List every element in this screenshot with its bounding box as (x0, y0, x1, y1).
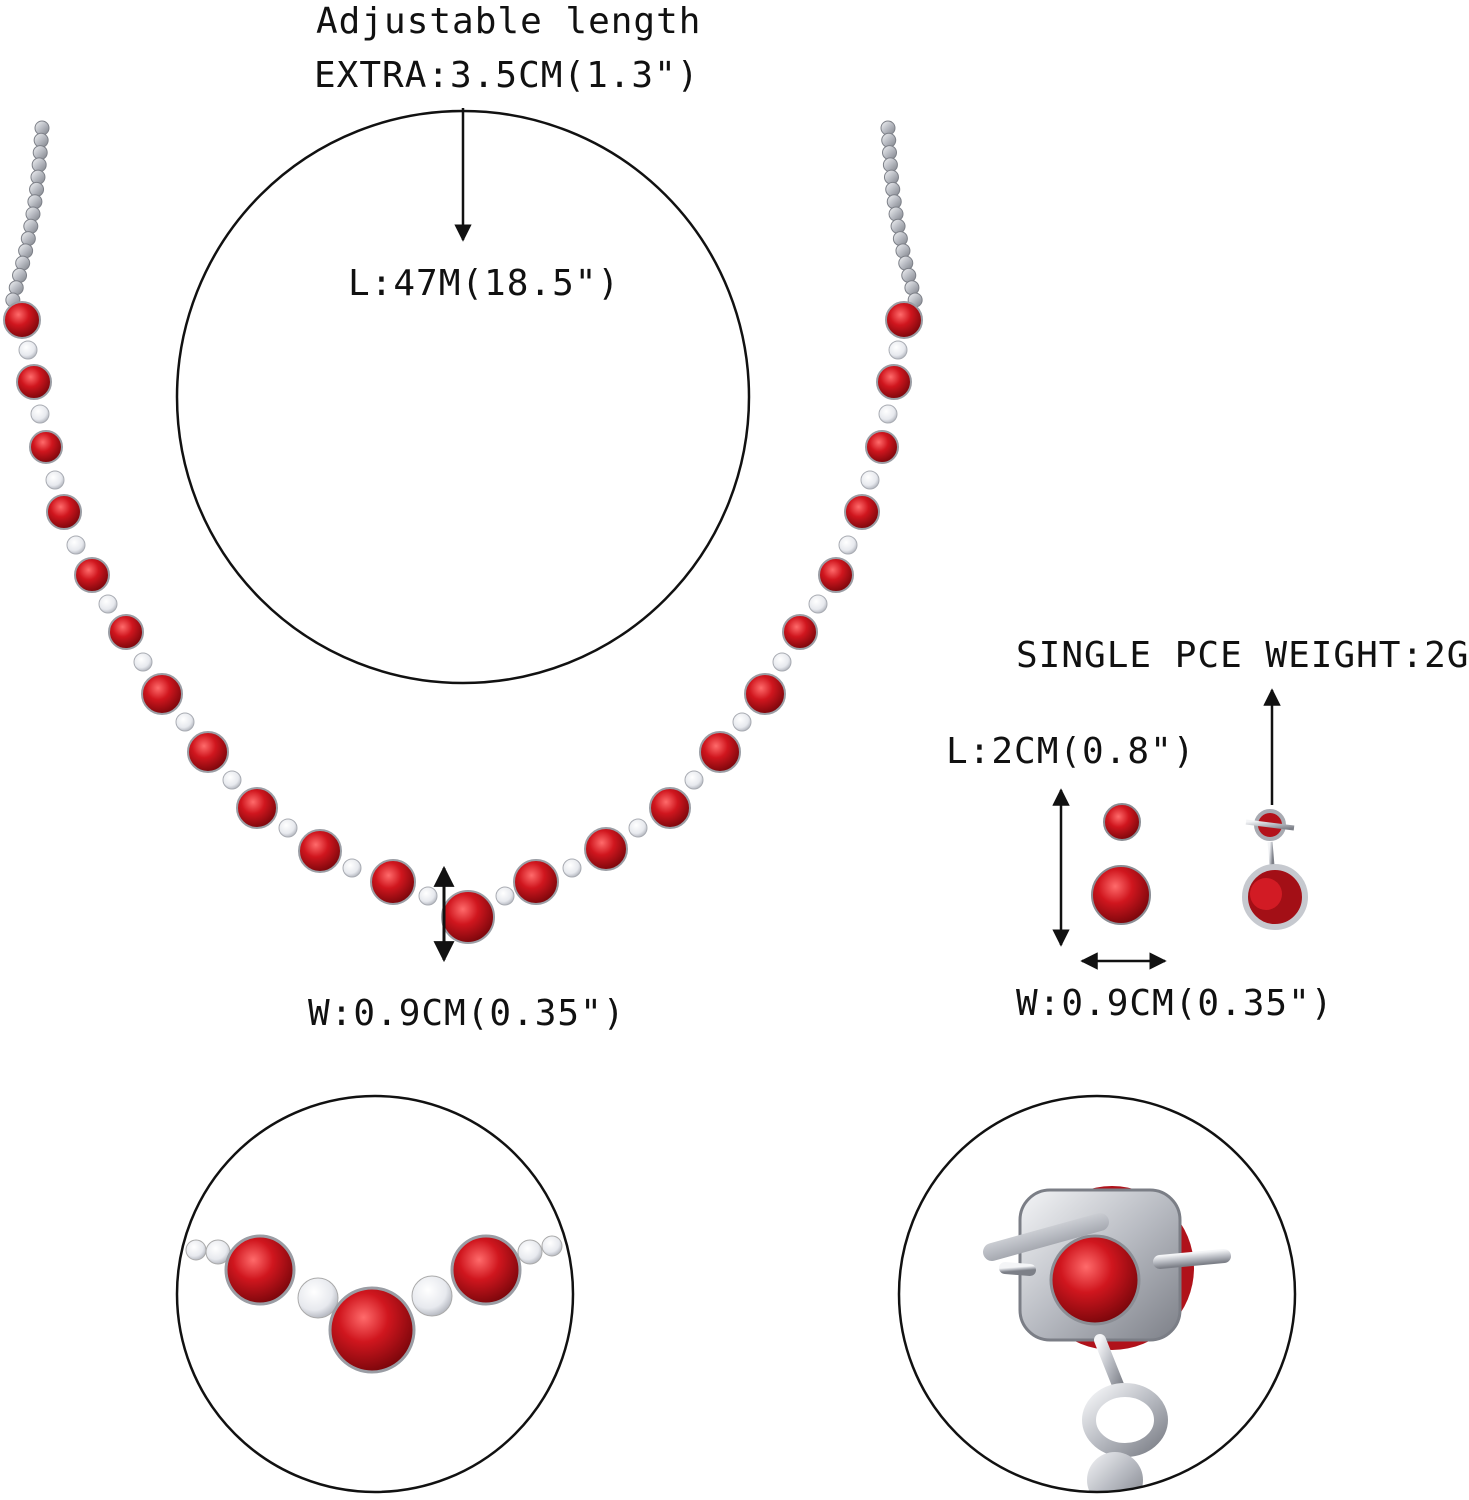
red-stone (141, 673, 183, 715)
red-stone (513, 859, 559, 905)
white-stone (684, 770, 704, 790)
necklace-stones (3, 301, 923, 944)
chain-link (890, 218, 906, 234)
necklace-chain (5, 120, 923, 308)
red-stone (885, 301, 923, 339)
earring-weight-label: SINGLE PCE WEIGHT:2G (1016, 635, 1469, 676)
necklace-width-label: W:0.9CM(0.35") (308, 993, 626, 1034)
chain-link (901, 267, 917, 283)
earring-length-label: L:2CM(0.8") (946, 731, 1196, 772)
earring-back (1242, 809, 1308, 930)
chain-link (25, 206, 41, 222)
white-stone (878, 404, 898, 424)
chain-link (20, 231, 36, 247)
red-stone (187, 731, 229, 773)
chain-link (886, 194, 902, 210)
earring-width-label: W:0.9CM(0.35") (1016, 983, 1334, 1024)
adjustable-length-label: Adjustable length (316, 1, 702, 42)
white-stone (222, 770, 242, 790)
red-stone (108, 614, 144, 650)
chain-link (898, 255, 914, 271)
necklace-length-label: L:47M(18.5") (348, 263, 621, 304)
red-stone (744, 673, 786, 715)
red-stone (584, 827, 628, 871)
necklace-detail-zoom (175, 1094, 575, 1494)
red-stone (29, 430, 63, 464)
white-stone (45, 470, 65, 490)
chain-link (904, 280, 920, 296)
chain-link (30, 169, 46, 185)
white-stone (562, 858, 582, 878)
chain-link (23, 218, 39, 234)
earring-front (1091, 803, 1151, 925)
white-stone (888, 340, 908, 360)
white-stone (732, 712, 752, 732)
white-stone (133, 652, 153, 672)
white-stone (278, 818, 298, 838)
white-stone (808, 594, 828, 614)
red-stone (782, 614, 818, 650)
white-stone (772, 652, 792, 672)
chain-link (888, 206, 904, 222)
white-stone (495, 886, 515, 906)
red-stone (865, 430, 899, 464)
chain-link (8, 280, 24, 296)
red-stone (876, 364, 912, 400)
red-stone (818, 557, 854, 593)
white-stone (860, 470, 880, 490)
extra-length-label: EXTRA:3.5CM(1.3") (314, 55, 700, 96)
chain-link (12, 267, 28, 283)
chain-link (885, 181, 901, 197)
red-stone (3, 301, 41, 339)
red-stone (649, 787, 691, 829)
chain-link (895, 243, 911, 259)
red-stone (298, 829, 342, 873)
red-stone (699, 731, 741, 773)
chain-link (15, 255, 31, 271)
white-stone (18, 340, 38, 360)
red-stone (844, 494, 880, 530)
white-stone (175, 712, 195, 732)
earring-detail-zoom (897, 1094, 1297, 1494)
red-stone (46, 494, 82, 530)
white-stone (418, 886, 438, 906)
chain-link (18, 243, 34, 259)
red-stone (236, 787, 278, 829)
chain-link (27, 194, 43, 210)
red-stone (441, 890, 495, 944)
white-stone (628, 818, 648, 838)
white-stone (98, 594, 118, 614)
red-stone (16, 364, 52, 400)
chain-link (29, 181, 45, 197)
red-stone (74, 557, 110, 593)
red-stone (370, 859, 416, 905)
white-stone (66, 535, 86, 555)
white-stone (342, 858, 362, 878)
chain-link (892, 231, 908, 247)
white-stone (30, 404, 50, 424)
white-stone (838, 535, 858, 555)
